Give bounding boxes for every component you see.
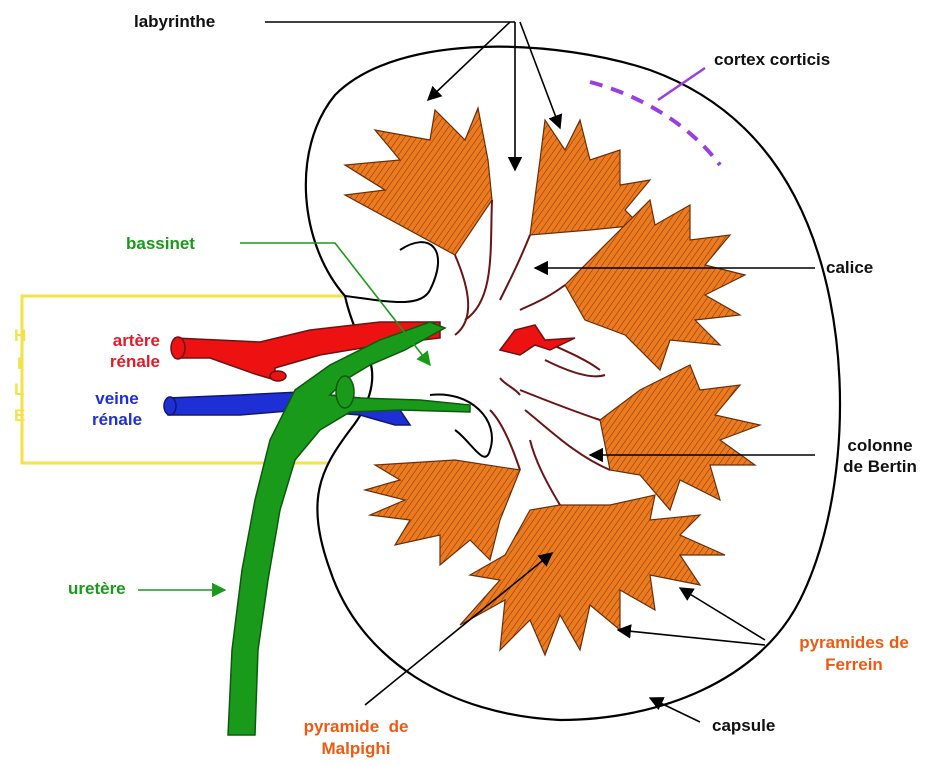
- label-pyramides-line1: pyramides de: [770, 633, 938, 653]
- label-colonne-line2: de Bertin: [830, 457, 930, 477]
- label-labyrinthe: labyrinthe: [134, 12, 215, 32]
- label-artere-line2: rénale: [96, 352, 160, 372]
- hile-letter-e: E: [14, 406, 25, 426]
- hile-letter-i: I: [17, 354, 22, 374]
- label-pyramide-line1: pyramide de: [286, 717, 426, 737]
- label-colonne-line1: colonne: [830, 436, 930, 456]
- renal-artery-branch-opening: [270, 371, 286, 381]
- label-bassinet: bassinet: [126, 234, 195, 254]
- renal-vein-opening: [164, 397, 176, 415]
- label-pyramide-line2: Malpighi: [286, 739, 426, 759]
- hile-letter-l: L: [14, 380, 24, 400]
- renal-artery-opening: [171, 337, 185, 359]
- label-capsule: capsule: [712, 716, 775, 736]
- label-uretere: uretère: [68, 579, 126, 599]
- label-cortex-corticis: cortex corticis: [714, 50, 830, 70]
- label-veine-line2: rénale: [82, 410, 152, 430]
- label-pyramides-line2: Ferrein: [770, 655, 938, 675]
- hile-letter-h: H: [14, 326, 26, 346]
- label-veine-line1: veine: [82, 389, 152, 409]
- label-calice: calice: [826, 258, 873, 278]
- pelvis-opening: [336, 376, 354, 408]
- label-artere-line1: artère: [96, 331, 160, 351]
